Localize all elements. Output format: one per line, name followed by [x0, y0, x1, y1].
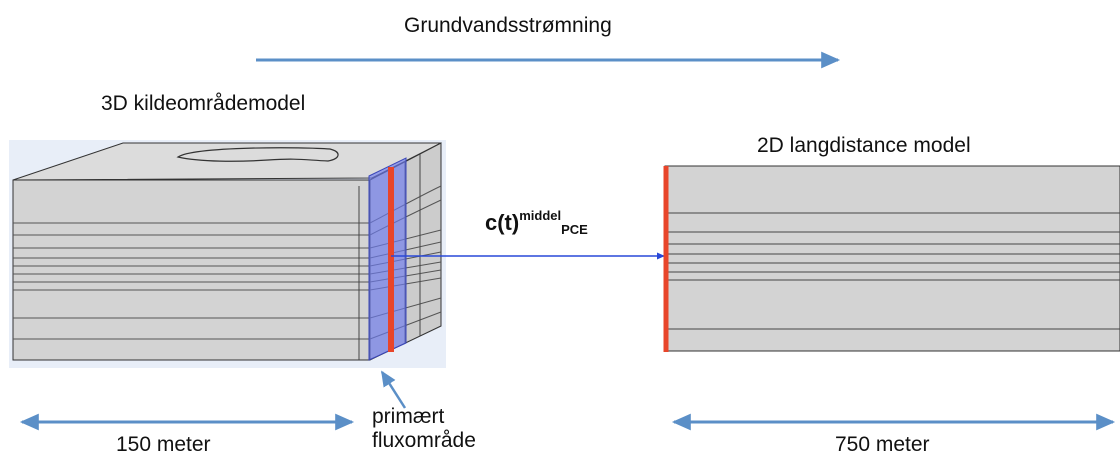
model-2d-body: [664, 165, 1120, 352]
transfer-base: c(t): [485, 210, 520, 235]
flux-band: [368, 157, 407, 361]
flux-pointer-arrow: [380, 370, 407, 409]
transfer-superscript: middel: [519, 208, 562, 223]
model-3d-block: [9, 140, 446, 368]
model-3d-label: 3D kildeområdemodel: [101, 92, 306, 115]
model-3d-layers: [13, 222, 370, 340]
model-3d-front-face: [12, 179, 371, 361]
flux-zone-line1: primært: [372, 405, 445, 428]
transfer-label: c(t)middelPCE: [485, 208, 588, 237]
model-3d-top-contour: [176, 147, 339, 162]
width-750-label: 750 meter: [835, 433, 930, 456]
flow-title: Grundvandsstrømning: [404, 14, 612, 37]
flux-zone-label: primært fluxområde: [372, 405, 476, 453]
transfer-subscript: PCE: [561, 222, 588, 237]
model-2d-label: 2D langdistance model: [757, 134, 971, 157]
width-150-label: 150 meter: [116, 433, 211, 456]
flux-zone-line2: fluxområde: [372, 429, 476, 453]
model-2d-layers: [665, 212, 1120, 330]
model-2d-block: [663, 165, 1120, 352]
